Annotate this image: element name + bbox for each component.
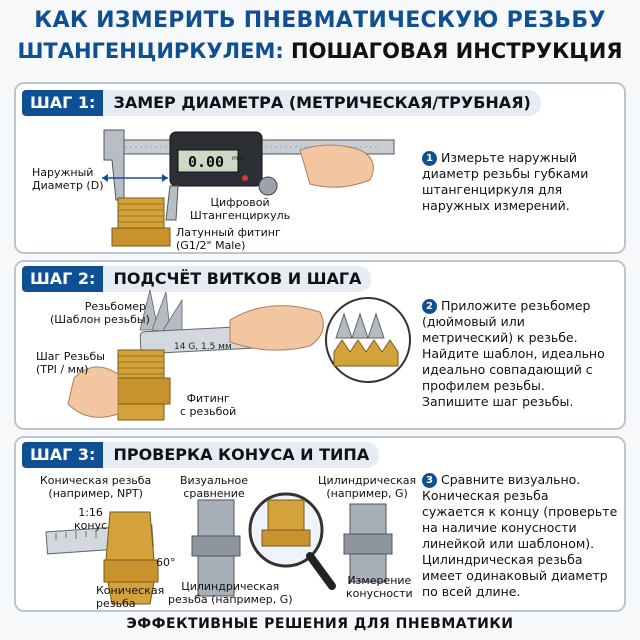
step-3-badge: ШАГ 3: (22, 442, 104, 468)
title-line-2: ШТАНГЕНЦИРКУЛЕМ: ПОШАГОВАЯ ИНСТРУКЦИЯ (0, 36, 640, 66)
page-title: КАК ИЗМЕРИТЬ ПНЕВМАТИЧЕСКУЮ РЕЗЬБУ ШТАНГ… (0, 6, 640, 66)
label-fitting-step1: Латунный фитинг (G1/2" Male) (176, 226, 281, 252)
step-2-title: ПОДСЧЁТ ВИТКОВ И ШАГА (103, 266, 372, 292)
caliper-thumbwheel (258, 176, 278, 196)
step-1-number-icon: 1 (422, 151, 437, 166)
title-line-1: КАК ИЗМЕРИТЬ ПНЕВМАТИЧЕСКУЮ РЕЗЬБУ (34, 8, 606, 33)
step-3-header: ШАГ 3: ПРОВЕРКА КОНУСА И ТИПА (22, 442, 380, 468)
label-visual-compare: Визуальное сравнение (180, 474, 248, 500)
label-cylindrical: Цилиндрическая (например, G) (318, 474, 417, 500)
step-2-text: Приложите резьбомер (дюймовый или метрич… (422, 298, 605, 409)
caliper-button (242, 175, 248, 181)
step-2-badge: ШАГ 2: (22, 266, 104, 292)
title-line-2-rest: ПОШАГОВАЯ ИНСТРУКЦИЯ (283, 39, 623, 63)
footer-slogan: ЭФФЕКТИВНЫЕ РЕШЕНИЯ ДЛЯ ПНЕВМАТИКИ (126, 616, 514, 632)
gauge-label: 14 G, 1.5 мм (174, 342, 232, 352)
caliper-display-value: 0.00 (188, 153, 224, 171)
label-thread-angle: 60° (156, 556, 176, 569)
caliper-display-units: mm (232, 155, 244, 162)
step-1-panel: ШАГ 1: ЗАМЕР ДИАМЕТРА (МЕТРИЧЕСКАЯ/ТРУБН… (14, 82, 626, 254)
label-taper-ratio: 1:16 конус (74, 506, 108, 532)
step-2-number-icon: 2 (422, 299, 437, 314)
step-1-text: Измерьте наружный диаметр резьбы губками… (422, 150, 589, 213)
step-1-title: ЗАМЕР ДИАМЕТРА (МЕТРИЧЕСКАЯ/ТРУБНАЯ) (103, 90, 541, 116)
title-line-2-accent: ШТАНГЕНЦИРКУЛЕМ: (17, 39, 284, 63)
step-1-header: ШАГ 1: ЗАМЕР ДИАМЕТРА (МЕТРИЧЕСКАЯ/ТРУБН… (22, 90, 541, 116)
label-outer-diameter: Наружный Диаметр (D) (32, 166, 104, 192)
step-3-number-icon: 3 (422, 473, 437, 488)
step-2-header: ШАГ 2: ПОДСЧЁТ ВИТКОВ И ШАГА (22, 266, 372, 292)
label-fitting-step2: Фитинг с резьбой (180, 392, 237, 418)
label-thread-pitch: Шаг Резьбы (TPI / мм) (36, 350, 105, 376)
step-1-badge: ШАГ 1: (22, 90, 104, 116)
step-3-title: ПРОВЕРКА КОНУСА И ТИПА (103, 442, 380, 468)
label-thread-gauge: Резьбомер (Шаблон резьбы) (50, 300, 150, 326)
label-caliper: Цифровой Штангенциркуль (190, 196, 291, 222)
label-taper-thread: Коническая резьба (например, NPT) (40, 474, 152, 500)
label-taper-thread-bottom: Коническая резьба (96, 584, 165, 610)
step-3-text: Сравните визуально. Коническая резьба су… (422, 472, 618, 599)
label-cylindrical-bottom: Цилиндрическая резьба (например, G) (168, 580, 293, 606)
label-taper-measure: Измерение конусности (346, 574, 413, 600)
